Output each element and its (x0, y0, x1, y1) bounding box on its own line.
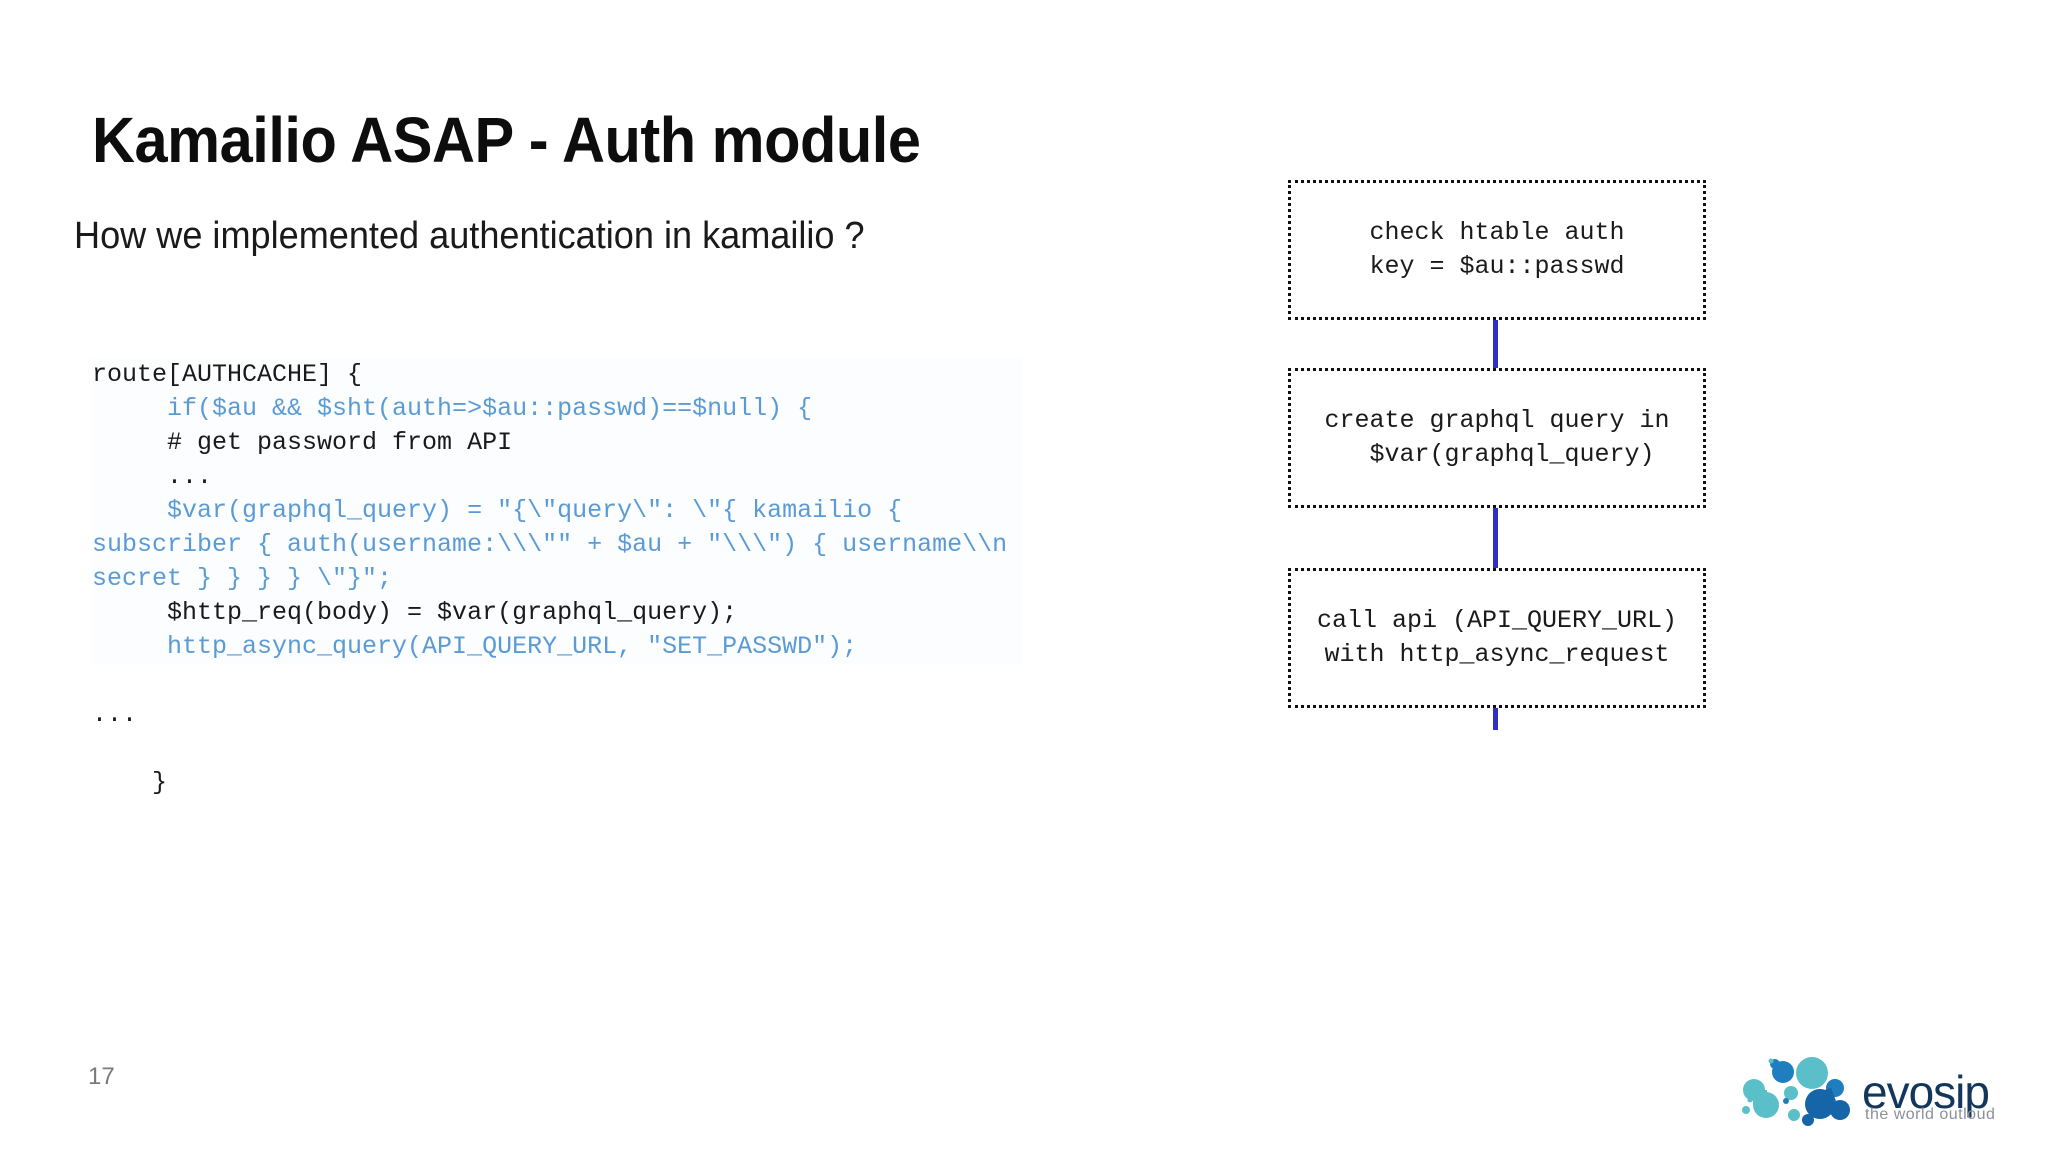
code-line: $var(graphql_query) = "{\"query\": \"{ k… (92, 494, 1022, 596)
logo-word: evosip (1862, 1066, 1990, 1118)
logo-blobs-icon (1742, 1057, 1850, 1126)
evosip-logo: evosip the world outloud (1734, 1046, 2024, 1138)
logo-wordmark: evosip the world outloud (1862, 1066, 1995, 1123)
code-line: route[AUTHCACHE] { (92, 358, 1022, 392)
page-number: 17 (88, 1063, 115, 1090)
code-block: route[AUTHCACHE] { if($au && $sht(auth=>… (92, 358, 1022, 800)
code-line: ... (92, 700, 138, 729)
flow-connector-3 (1493, 708, 1498, 730)
flow-connector-2 (1493, 508, 1498, 568)
page-title: Kamailio ASAP - Auth module (92, 103, 921, 176)
code-line: ... (92, 460, 1022, 494)
code-line: http_async_query(API_QUERY_URL, "SET_PAS… (92, 630, 1022, 664)
logo-tagline: the world outloud (1865, 1106, 1996, 1123)
code-line: $http_req(body) = $var(graphql_query); (92, 596, 1022, 630)
code-line: if($au && $sht(auth=>$au::passwd)==$null… (92, 392, 1022, 426)
flow-connector-1 (1493, 320, 1498, 368)
code-line (92, 732, 1022, 766)
flow-box-call-api: call api (API_QUERY_URL) with http_async… (1288, 568, 1706, 708)
flow-box-check-htable: check htable auth key = $au::passwd (1288, 180, 1706, 320)
slide-subtitle: How we implemented authentication in kam… (74, 215, 865, 257)
code-line: # get password from API (92, 426, 1022, 460)
code-line (92, 664, 1022, 698)
code-line: } (92, 768, 168, 797)
flow-box-create-graphql-query: create graphql query in $var(graphql_que… (1288, 368, 1706, 508)
